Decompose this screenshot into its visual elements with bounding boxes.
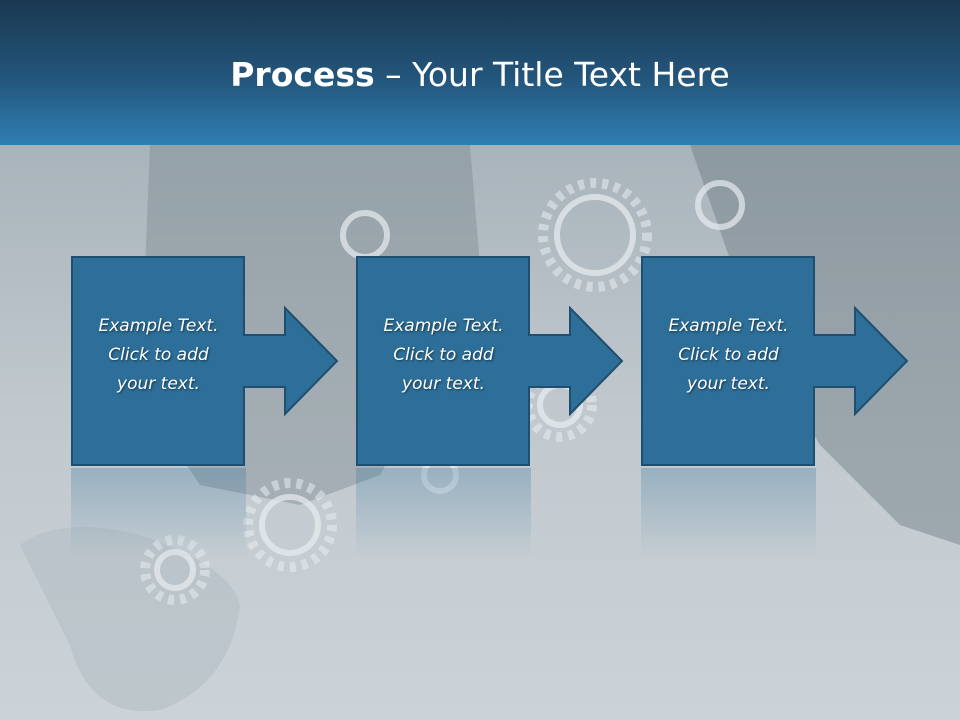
- step-1-line-3: your text.: [117, 374, 200, 394]
- step-1-line-2: Click to add: [108, 345, 209, 365]
- title-bold-text: Process: [230, 55, 375, 94]
- arrow-box-shape-3: [641, 256, 909, 466]
- arrow-box-shape-2: [356, 256, 624, 466]
- step-1-line-1: Example Text.: [98, 316, 219, 336]
- step-3-line-3: your text.: [687, 374, 770, 394]
- step-2-line-1: Example Text.: [383, 316, 504, 336]
- step-2-reflection: [356, 468, 531, 558]
- step-3-line-1: Example Text.: [668, 316, 789, 336]
- arrow-box-shape-1: [71, 256, 339, 466]
- step-2-line-3: your text.: [402, 374, 485, 394]
- slide-title[interactable]: Process – Your Title Text Here: [0, 55, 960, 95]
- process-step-1[interactable]: Example Text. Click to add your text.: [71, 256, 339, 466]
- step-2-text: Example Text. Click to add your text.: [356, 312, 531, 399]
- title-rest-text: – Your Title Text Here: [374, 55, 730, 94]
- process-step-2[interactable]: Example Text. Click to add your text.: [356, 256, 624, 466]
- step-1-reflection: [71, 468, 246, 558]
- step-1-text: Example Text. Click to add your text.: [71, 312, 246, 399]
- step-3-text: Example Text. Click to add your text.: [641, 312, 816, 399]
- step-2-line-2: Click to add: [393, 345, 494, 365]
- step-3-reflection: [641, 468, 816, 558]
- process-step-3[interactable]: Example Text. Click to add your text.: [641, 256, 909, 466]
- title-bar: [0, 0, 960, 145]
- step-3-line-2: Click to add: [678, 345, 779, 365]
